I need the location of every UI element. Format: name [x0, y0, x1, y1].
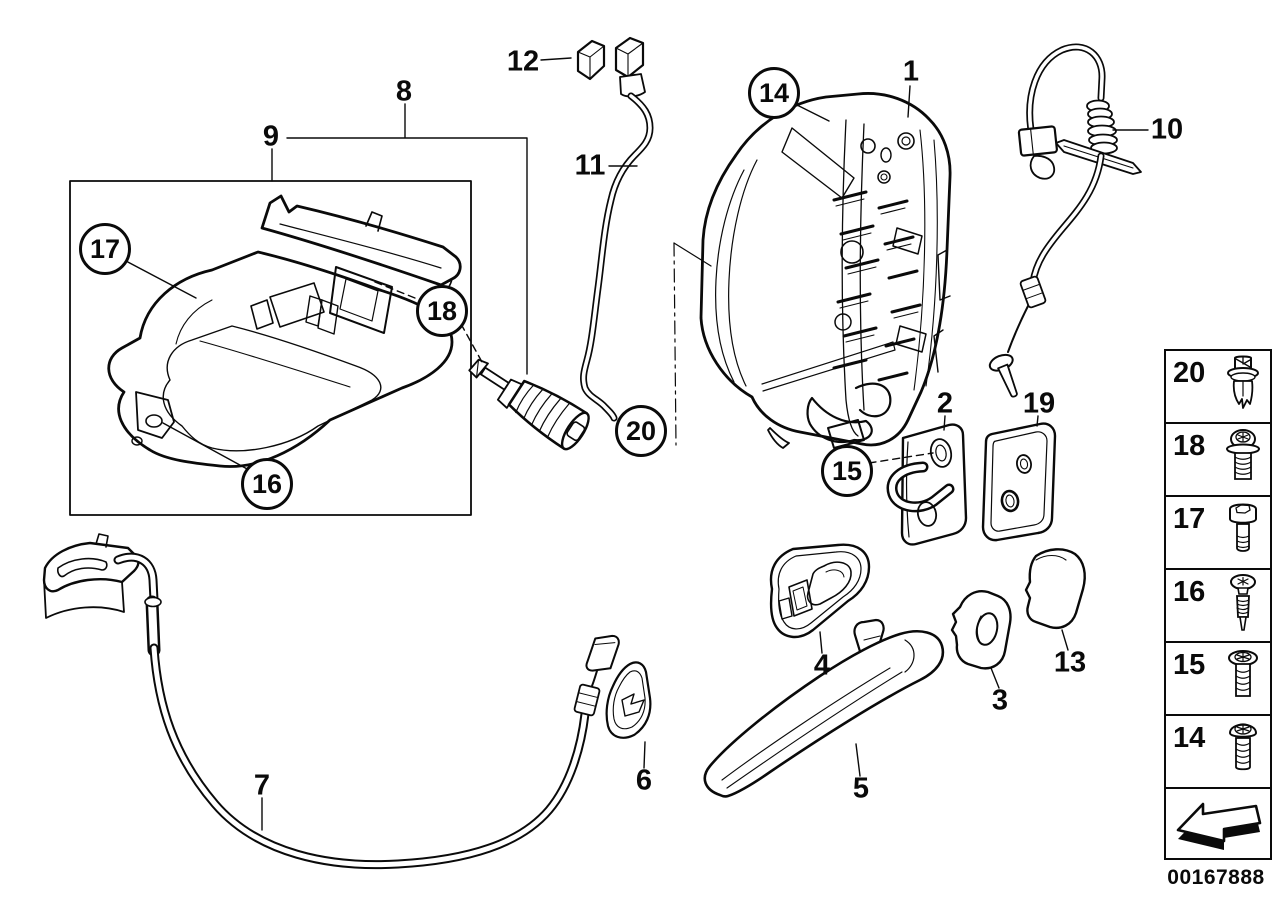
handle-carrier-drawing: [107, 194, 462, 468]
callout-2[interactable]: 2: [936, 387, 954, 420]
detail-box: [69, 180, 472, 516]
leader-lines: [125, 57, 1149, 831]
callout-16[interactable]: 16: [241, 458, 293, 510]
callout-4[interactable]: 4: [813, 649, 831, 682]
door-lock-actuator-drawing: [699, 92, 952, 449]
image-id: 00167888: [1167, 866, 1265, 889]
legend-label: 20: [1173, 357, 1206, 389]
callout-19[interactable]: 19: [1022, 387, 1056, 420]
legend-row-15[interactable]: 15: [1166, 643, 1270, 716]
striker-shim-drawing: [981, 422, 1057, 542]
legend-arrow-cell: [1166, 789, 1270, 858]
callout-3[interactable]: 3: [991, 684, 1009, 717]
callout-15[interactable]: 15: [821, 445, 873, 497]
callout-10[interactable]: 10: [1150, 113, 1184, 146]
outer-handle-drawing: [703, 618, 945, 798]
callout-9[interactable]: 9: [262, 120, 280, 153]
legend-row-17[interactable]: 17: [1166, 497, 1270, 570]
callout-17[interactable]: 17: [79, 223, 131, 275]
callout-18[interactable]: 18: [416, 285, 468, 337]
upper-cable-drawing: [988, 43, 1142, 398]
flange-torx-screw-icon: [1226, 428, 1260, 480]
callout-11[interactable]: 11: [574, 149, 606, 182]
handle-gasket-drawing: [769, 543, 871, 639]
pan-head-torx-screw-icon: [1228, 722, 1258, 770]
callout-12[interactable]: 12: [506, 45, 540, 78]
callout-8[interactable]: 8: [395, 75, 413, 108]
countersunk-torx-screw-icon: [1228, 649, 1258, 697]
legend-row-18[interactable]: 18: [1166, 424, 1270, 497]
callout-13[interactable]: 13: [1053, 646, 1087, 679]
expanding-rivet-icon: [1227, 355, 1259, 409]
callout-1[interactable]: 1: [902, 55, 920, 88]
legend-label: 14: [1173, 722, 1206, 754]
legend-label: 16: [1173, 576, 1206, 608]
handle-cap-drawing: [1024, 548, 1086, 629]
socket-head-screw-icon: [1229, 503, 1257, 552]
legend-row-16[interactable]: 16: [1166, 570, 1270, 643]
callout-20[interactable]: 20: [615, 405, 667, 457]
legend-row-14[interactable]: 14: [1166, 716, 1270, 789]
callout-14[interactable]: 14: [748, 67, 800, 119]
lower-cable-drawing: [42, 533, 620, 870]
small-gasket-drawing: [605, 661, 652, 739]
callout-6[interactable]: 6: [635, 764, 653, 797]
lock-rod-drawing: [576, 36, 654, 422]
striker-drawing: [886, 423, 968, 546]
lock-barrel-drawing: [468, 358, 590, 451]
callout-7[interactable]: 7: [253, 769, 271, 802]
legend-label: 17: [1173, 503, 1206, 535]
cylinder-cover-drawing: [950, 590, 1012, 670]
legend-label: 18: [1173, 430, 1206, 462]
direction-of-travel-arrow-icon: [1176, 802, 1262, 850]
legend-label: 15: [1173, 649, 1206, 681]
legend-row-20[interactable]: 20: [1166, 351, 1270, 424]
callout-5[interactable]: 5: [852, 772, 870, 805]
fastener-legend: 20 18: [1164, 349, 1272, 860]
self-tapping-screw-icon: [1230, 573, 1256, 631]
